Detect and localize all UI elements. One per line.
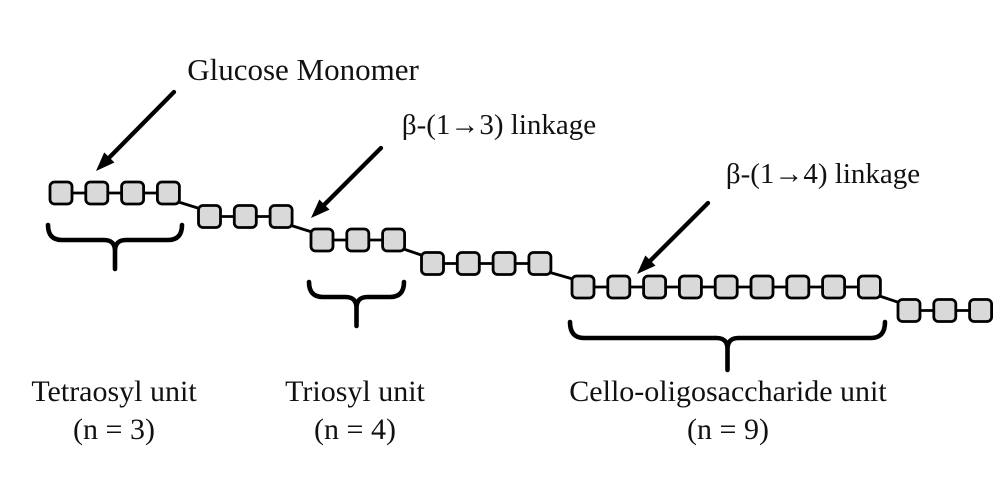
glucose-monomer-square xyxy=(345,227,371,253)
cello-oligosaccharide-unit-brace xyxy=(567,319,888,373)
glucose-monomer-square xyxy=(857,274,882,300)
glucose-monomer-square xyxy=(642,274,667,300)
glucose-monomer-square xyxy=(155,180,181,206)
cello-oligosaccharide-unit-n: (n = 9) xyxy=(687,413,769,446)
glucose-monomer-square xyxy=(713,274,739,300)
glucose-monomer-square xyxy=(678,274,703,300)
glucose-monomer-square xyxy=(455,251,481,276)
glucose-monomer-square xyxy=(785,274,811,300)
glucose-monomer-square xyxy=(491,251,517,276)
glucose-monomer-square xyxy=(120,180,145,206)
beta-1-3-linkage-label: β-(1→3) linkage xyxy=(401,109,597,141)
glucose-monomer-arrow-head xyxy=(96,152,115,171)
glucose-monomer-square xyxy=(232,204,258,229)
glucose-monomer-square xyxy=(527,251,553,276)
beta-1-3-linkage-arrow xyxy=(315,145,384,214)
glucose-monomer-square xyxy=(268,204,294,229)
beta-1-4-linkage-arrow xyxy=(641,200,711,270)
glucose-monomer-square xyxy=(420,251,445,276)
glucose-monomer-square xyxy=(606,274,632,300)
glucose-monomer-square xyxy=(932,298,958,323)
triosyl-unit-name: Triosyl unit xyxy=(285,375,425,408)
tetraosyl-unit-name: Tetraosyl unit xyxy=(31,375,197,408)
glucose-monomer-label: Glucose Monomer xyxy=(187,52,419,87)
tetraosyl-unit-brace xyxy=(45,222,185,272)
glucose-monomer-square xyxy=(84,180,110,206)
glucose-monomer-square xyxy=(381,227,407,253)
glucose-monomer-square xyxy=(197,204,222,229)
beta-1-3-linkage-arrow-head xyxy=(311,199,330,218)
glucose-monomer-square xyxy=(309,227,335,253)
beta-1-4-linkage-label: β-(1→4) linkage xyxy=(725,158,921,190)
glycosidic-bond-diagonal xyxy=(289,223,314,234)
glycosidic-bond-diagonal xyxy=(877,294,901,305)
glucose-monomer-arrow xyxy=(100,89,177,167)
glucose-monomer-square xyxy=(570,274,596,300)
tetraosyl-unit-label: Tetraosyl unit (n = 3) xyxy=(31,373,196,449)
glucose-monomer-square xyxy=(821,274,846,300)
glycosidic-bond-diagonal xyxy=(401,247,425,258)
cello-oligosaccharide-unit-label: Cello-oligosaccharide unit (n = 9) xyxy=(569,373,886,449)
beta-1-4-linkage-arrow-head xyxy=(637,255,656,274)
cello-oligosaccharide-unit-name: Cello-oligosaccharide unit xyxy=(569,375,887,408)
triosyl-unit-brace xyxy=(306,279,407,329)
glucose-monomer-square xyxy=(749,274,775,300)
glycosidic-bond-diagonal xyxy=(176,200,202,211)
tetraosyl-unit-n: (n = 3) xyxy=(73,413,155,446)
triosyl-unit-n: (n = 4) xyxy=(314,413,396,446)
glycosidic-bond-diagonal xyxy=(548,270,575,281)
glucose-monomer-square xyxy=(968,298,993,323)
triosyl-unit-label: Triosyl unit (n = 4) xyxy=(285,373,425,449)
glucose-monomer-square xyxy=(896,298,922,323)
glucose-monomer-square xyxy=(48,180,74,206)
